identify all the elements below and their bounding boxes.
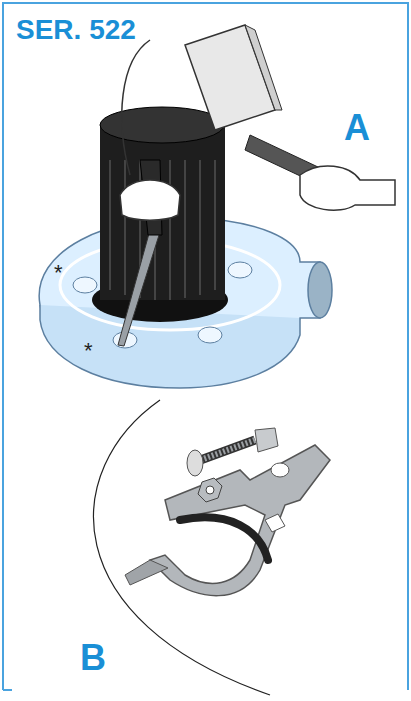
rubber-strip xyxy=(180,517,268,560)
frame xyxy=(3,3,408,690)
hammer xyxy=(185,25,395,210)
detail-circle xyxy=(94,400,270,695)
chisel xyxy=(118,40,180,346)
asterisk-mark: * xyxy=(54,262,63,284)
motor xyxy=(92,107,228,322)
callout-letter: A xyxy=(344,110,370,146)
bolt xyxy=(187,428,278,476)
asterisk-mark: * xyxy=(84,340,93,362)
frame-tick xyxy=(3,689,12,691)
bracket xyxy=(125,445,330,596)
nut xyxy=(198,478,222,502)
callout-letter: B xyxy=(80,640,106,676)
title: SER. 522 xyxy=(16,16,136,44)
